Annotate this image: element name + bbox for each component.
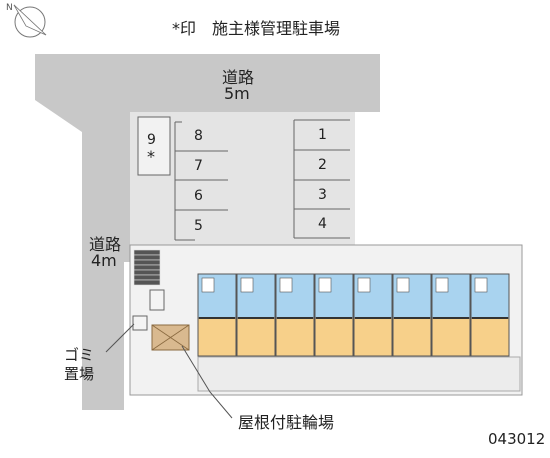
- unit-lower: [353, 317, 393, 357]
- bicycle-parking-label: 屋根付駐輪場: [238, 413, 335, 432]
- road-area: [35, 54, 380, 410]
- garbage-label-line2: 置場: [64, 365, 95, 383]
- unit-lower: [236, 317, 276, 357]
- west-road-name: 道路: [89, 235, 122, 254]
- north-road-name: 道路: [222, 68, 255, 87]
- unit-bath: [201, 277, 215, 293]
- unit-bath: [279, 277, 293, 293]
- bicycle-leader-line: [181, 345, 233, 419]
- west-road-width: 4m: [91, 251, 117, 270]
- garbage-label-line1: ゴミ: [64, 346, 95, 364]
- parking-lines-right: [293, 119, 350, 239]
- stair-step: [133, 274, 161, 281]
- parking-space-4: 4: [318, 216, 327, 232]
- parking-space-3: 3: [318, 187, 327, 203]
- unit-upper: [275, 273, 315, 319]
- compass-icon: N: [6, 3, 47, 38]
- unit-bath: [357, 277, 371, 293]
- parking-lines-left: [137, 116, 228, 241]
- walkway: [197, 356, 521, 392]
- unit-lower: [392, 317, 432, 357]
- garbage-leader-line: [105, 323, 135, 353]
- stair-step: [133, 254, 161, 261]
- parking-space-2: 2: [318, 157, 327, 173]
- legend-note: *印 施主様管理駐車場: [172, 19, 341, 38]
- garbage-area: [132, 315, 148, 331]
- owner-managed-mark: *: [147, 147, 155, 166]
- apartment-units: [197, 273, 510, 357]
- unit-lower: [197, 317, 237, 357]
- stair-step: [133, 264, 161, 271]
- north-road-width: 5m: [224, 84, 250, 103]
- unit-lower: [431, 317, 471, 357]
- stair-step: [133, 279, 161, 286]
- parking-space-6: 6: [194, 188, 203, 204]
- parking-space-1: 1: [318, 127, 327, 143]
- staircase: [133, 249, 161, 286]
- parking-space-9: 9: [147, 132, 156, 148]
- parking-space-5: 5: [194, 218, 203, 234]
- stair-step: [133, 269, 161, 276]
- parking-space-8: 8: [194, 128, 203, 144]
- unit-bath: [435, 277, 449, 293]
- unit-bath: [240, 277, 254, 293]
- stair-step: [133, 249, 161, 256]
- stair-step: [133, 259, 161, 266]
- unit-bath: [396, 277, 410, 293]
- unit-bath: [318, 277, 332, 293]
- parking-space-7: 7: [194, 158, 203, 174]
- unit-lower: [314, 317, 354, 357]
- unit-bath: [474, 277, 488, 293]
- svg-text:N: N: [6, 3, 13, 13]
- entrance-box: [149, 289, 165, 311]
- property-code: 043012: [488, 430, 546, 448]
- unit-lower: [470, 317, 510, 357]
- unit-lower: [275, 317, 315, 357]
